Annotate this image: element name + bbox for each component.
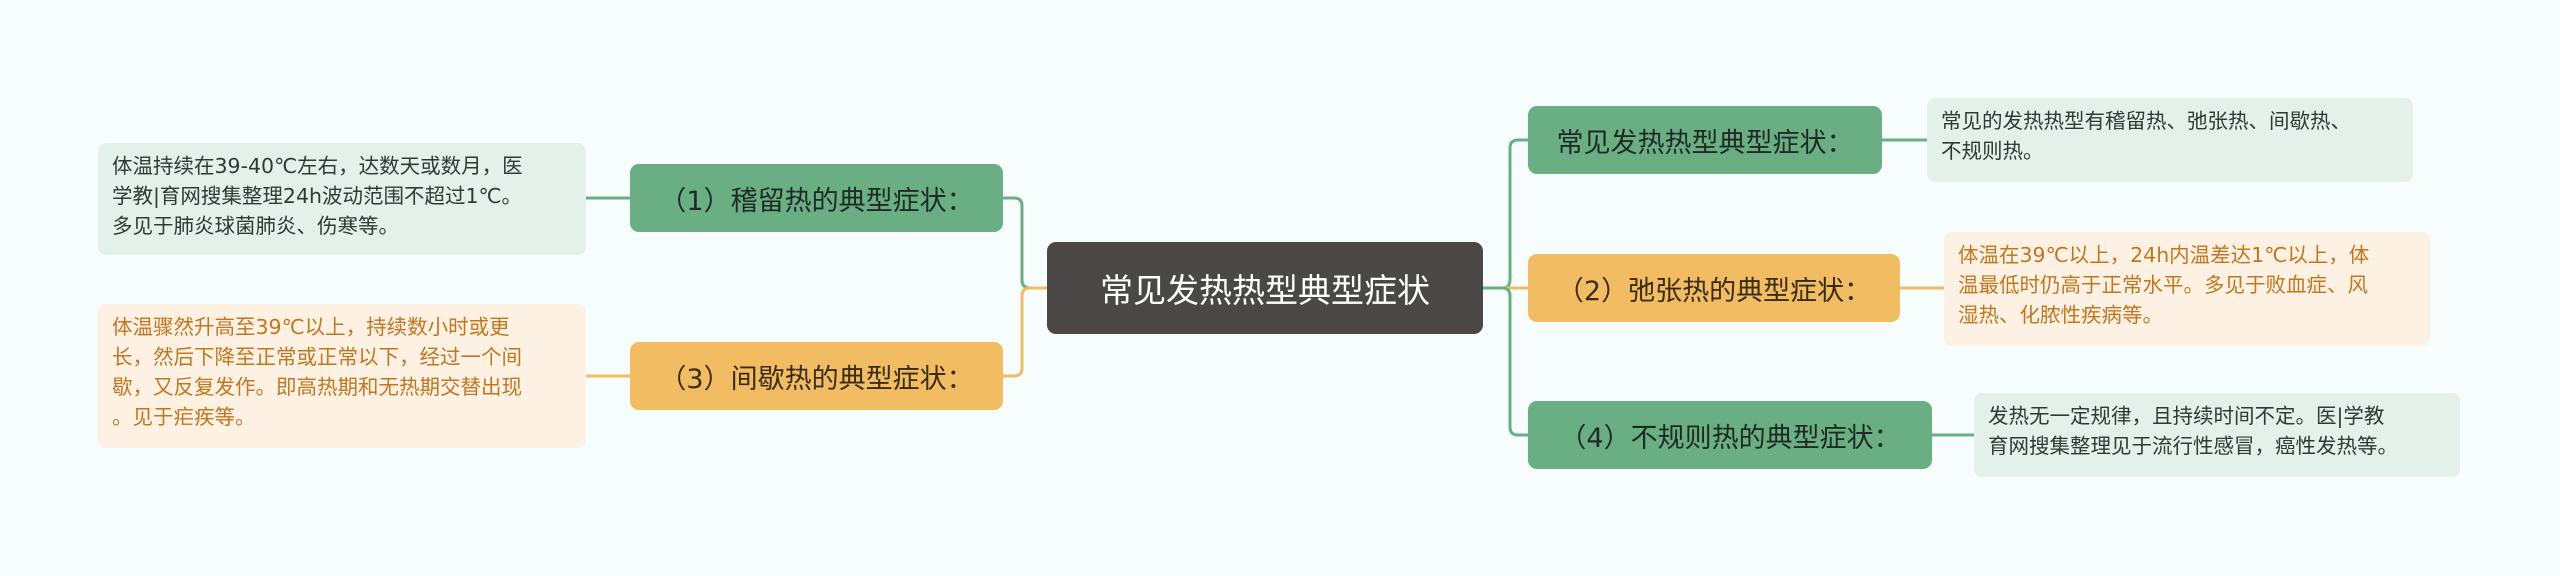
leaf-text: 体温持续在39-40℃左右，达数天或数月，医 学教|育网搜集整理24h波动范围不… <box>112 154 523 238</box>
leaf-common-fever-types[interactable]: 常见的发热热型有稽留热、弛张热、间歇热、 不规则热。 <box>1927 98 2413 182</box>
branch-intermittent-fever[interactable]: （3）间歇热的典型症状： <box>630 342 1003 410</box>
leaf-text: 发热无一定规律，且持续时间不定。医|学教 育网搜集整理见于流行性感冒，癌性发热等… <box>1988 404 2398 458</box>
branch-common-fever-types[interactable]: 常见发热热型典型症状： <box>1528 106 1882 174</box>
branch-label: （2）弛张热的典型症状： <box>1556 275 1872 307</box>
link-root-b5 <box>1003 286 1047 378</box>
root-label: 常见发热热型典型症状 <box>1100 271 1430 310</box>
link-root-b3 <box>1483 286 1528 437</box>
leaf-intermittent-fever[interactable]: 体温骤然升高至39℃以上，持续数小时或更 长，然后下降至正常或正常以下，经过一个… <box>98 304 586 448</box>
leaf-remittent-fever[interactable]: 体温在39℃以上，24h内温差达1℃以上，体 温最低时仍高于正常水平。多见于败血… <box>1944 232 2430 346</box>
link-root-b1 <box>1483 138 1528 290</box>
root-node[interactable]: 常见发热热型典型症状 <box>1047 242 1483 334</box>
branch-remittent-fever[interactable]: （2）弛张热的典型症状： <box>1528 254 1900 322</box>
branch-label: （4）不规则热的典型症状： <box>1559 422 1901 454</box>
branch-label: （3）间歇热的典型症状： <box>659 363 974 395</box>
leaf-text: 体温骤然升高至39℃以上，持续数小时或更 长，然后下降至正常或正常以下，经过一个… <box>112 315 522 429</box>
branch-continued-fever[interactable]: （1）稽留热的典型症状： <box>630 164 1003 232</box>
branch-label: （1）稽留热的典型症状： <box>659 185 974 217</box>
leaf-text: 常见的发热热型有稽留热、弛张热、间歇热、 不规则热。 <box>1941 109 2351 163</box>
branch-label: 常见发热热型典型症状： <box>1556 127 1854 159</box>
leaf-text: 体温在39℃以上，24h内温差达1℃以上，体 温最低时仍高于正常水平。多见于败血… <box>1958 243 2370 327</box>
link-root-b4 <box>1003 196 1047 290</box>
branch-irregular-fever[interactable]: （4）不规则热的典型症状： <box>1528 401 1932 469</box>
leaf-continued-fever[interactable]: 体温持续在39-40℃左右，达数天或数月，医 学教|育网搜集整理24h波动范围不… <box>98 143 586 255</box>
leaf-irregular-fever[interactable]: 发热无一定规律，且持续时间不定。医|学教 育网搜集整理见于流行性感冒，癌性发热等… <box>1974 393 2460 477</box>
